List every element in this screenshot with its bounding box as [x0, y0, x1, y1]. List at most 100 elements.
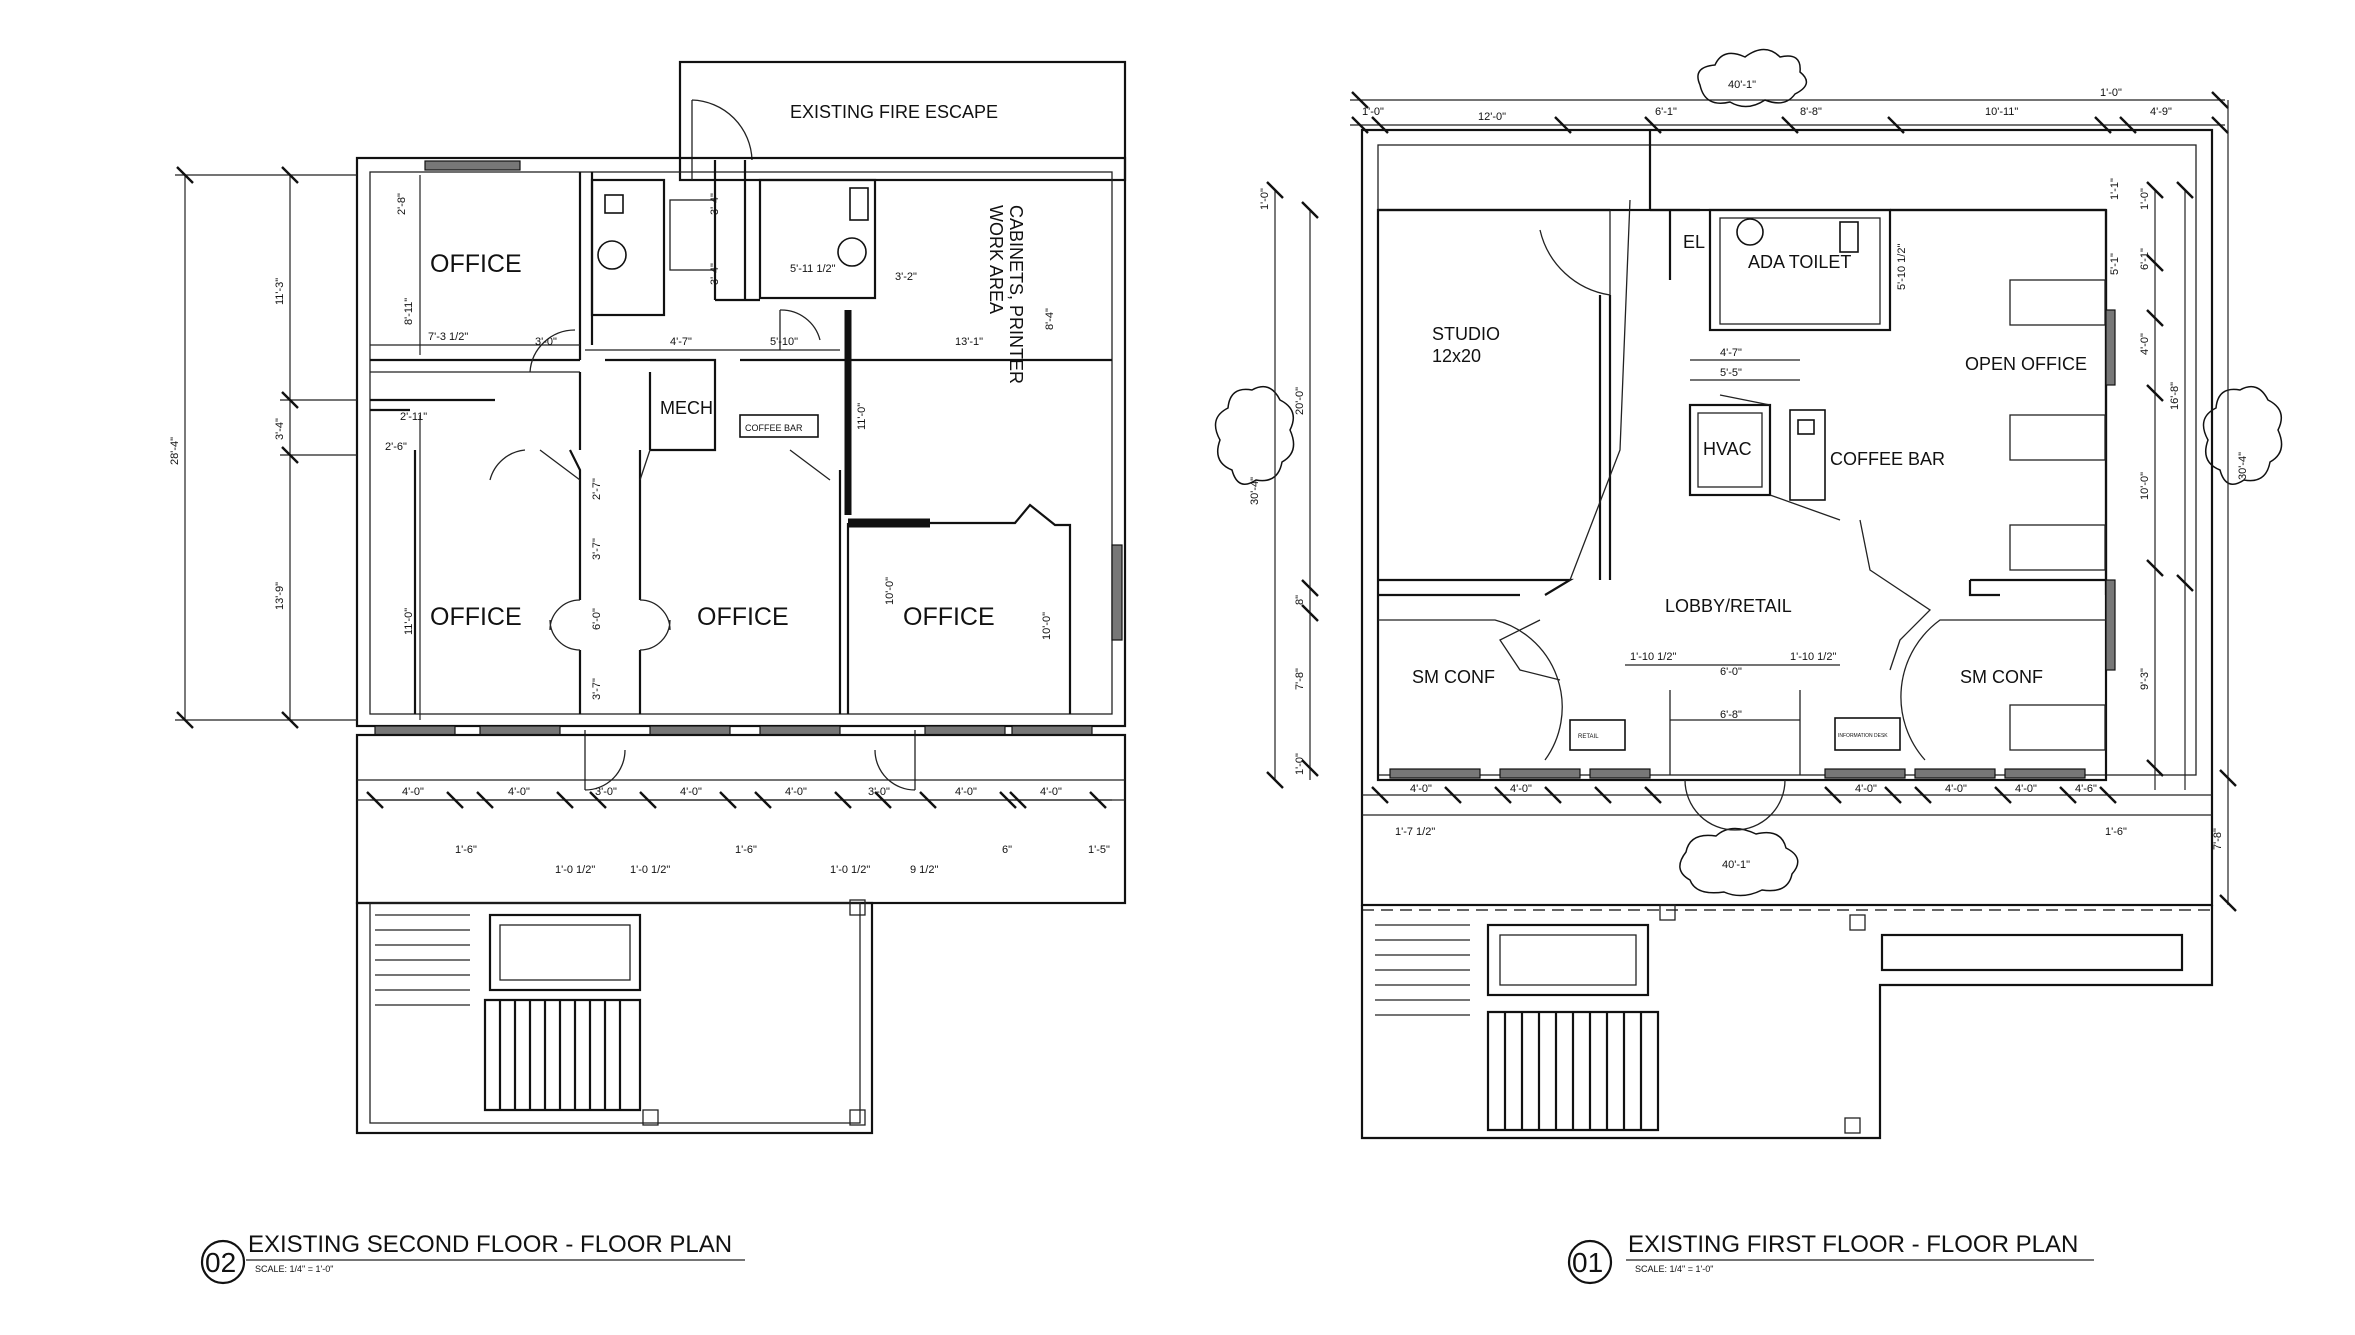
office-top-door[interactable]: [529, 329, 576, 373]
office-top-label: OFFICE: [430, 250, 522, 278]
dim-entry-1: 1'-10 1/2": [1630, 651, 1676, 663]
ff-dim-left-line: [1274, 190, 1311, 780]
entry-dim-lines: [1625, 664, 1840, 721]
dim-top-3: 6'-1": [1655, 106, 1677, 118]
ff-window-right-1: [2105, 309, 2116, 386]
dim-right-8: 1'-1": [2109, 178, 2121, 200]
cloud-top: 40'-1": [1697, 48, 1808, 108]
el-label: EL: [1683, 232, 1705, 252]
ff-coffee-bar-label: COFFEE BAR: [1830, 449, 1945, 469]
cloud-left: 30'-4": [1214, 385, 1295, 505]
sm-conf-right-walls: [1900, 619, 2106, 761]
corridor-door-left[interactable]: [549, 599, 581, 651]
upper-landing-box-inner: [499, 924, 631, 981]
cloud-left-label: 30'-4": [1249, 477, 1261, 505]
ff-window-bottom-4: [1824, 768, 1906, 779]
dim-small-3: 3'-0": [535, 336, 557, 348]
view-tag-01-number: 01: [1572, 1247, 1603, 1278]
retail-right-desk: [1834, 717, 1901, 751]
dim-right-4: 16'-8": [2169, 382, 2181, 410]
wall-office-top-right: [578, 172, 594, 360]
dim-top-7: 4'-9": [2150, 106, 2172, 118]
first-floor-plan: 1'-0" 12'-0" 6'-1" 8'-8" 10'-11" 1'-0" 4…: [1214, 48, 2283, 1140]
balcony-door-left[interactable]: [584, 730, 626, 791]
ff-stair-treads-main: [1486, 1010, 1660, 1132]
title-second-floor: EXISTING SECOND FLOOR - FLOOR PLAN: [248, 1231, 732, 1258]
dim-top-1: 1'-0": [1362, 106, 1384, 118]
ff-window-right-2: [2105, 579, 2116, 671]
dim-ext-lines-left: [175, 174, 357, 721]
dim-win-6: 4'-0": [1040, 786, 1062, 798]
dim-door-1: 3'-0": [595, 786, 617, 798]
dim-top-6: 1'-0": [2100, 87, 2122, 99]
dim-small-1: 2'-11": [400, 411, 427, 423]
open-office-walls: [1890, 208, 2108, 597]
dim-win-3: 4'-0": [680, 786, 702, 798]
dim-balc-6: 1'-0 1/2": [630, 864, 670, 876]
office-left-door[interactable]: [489, 449, 526, 481]
porch-right-box: [1880, 933, 2184, 972]
entry-doors[interactable]: [1684, 779, 1786, 831]
studio-door[interactable]: [1539, 210, 1611, 296]
dim-left-1: 1'-0": [1259, 188, 1271, 210]
window-right: [1111, 544, 1123, 641]
desk-1: [2009, 279, 2106, 326]
dim-right-6: 9'-3": [2139, 668, 2151, 690]
desk-4: [2009, 704, 2106, 751]
retail-right-label: INFORMATION DESK: [1838, 733, 1888, 739]
studio-walls: [1378, 208, 1612, 597]
ff-exterior-wall-outer: [1360, 128, 2214, 907]
dim-win-5: 4'-0": [955, 786, 977, 798]
bathroom-left: [590, 178, 666, 317]
dim-balc-8: 9 1/2": [910, 864, 938, 876]
view-tag-02: [200, 1239, 246, 1285]
coffee-machine-icon: [1797, 419, 1815, 435]
ff-window-bottom-5: [1914, 768, 1996, 779]
dim-lower-h: 13'-9": [274, 582, 286, 610]
corridor-door-right[interactable]: [639, 599, 671, 651]
fire-escape-door[interactable]: [691, 99, 753, 180]
post-landing-2: [642, 1109, 659, 1126]
el-walls: [1648, 130, 1700, 280]
dim-stair-h: 3'-4": [709, 263, 721, 285]
dim-balc-4: 1'-5": [1088, 844, 1110, 856]
dim-small-2: 2'-6": [385, 441, 407, 453]
office-left-right-wall: [569, 449, 582, 714]
fire-escape-outline: [678, 60, 1127, 182]
exterior-wall-inner: [369, 171, 1113, 715]
balcony-door-right[interactable]: [874, 730, 916, 791]
stair-treads-main: [483, 998, 642, 1112]
scale-first-floor: SCALE: 1/4" = 1'-0": [1635, 1264, 1713, 1274]
dim-hall-w: 4'-7": [670, 336, 692, 348]
dim-bot-4: 4'-0": [1945, 783, 1967, 795]
dim-bath: 5'-10 1/2": [1896, 244, 1908, 290]
ff-dim-bottom-line: [1362, 794, 2212, 816]
dim-mid-h: 3'-4": [274, 418, 286, 440]
dim-ticks-bottom: [366, 791, 1107, 809]
ada-toilet-room-inner: [1719, 217, 1881, 325]
title-block-first-floor: 01 EXISTING FIRST FLOOR - FLOOR PLAN SCA…: [1567, 1231, 2094, 1285]
ff-post-3: [1844, 1117, 1861, 1134]
cloud-bottom: 40'-1": [1679, 827, 1799, 897]
studio-label: STUDIO: [1432, 324, 1500, 344]
retail-left-label: RETAIL: [1578, 734, 1599, 740]
stair-treads-left: [375, 914, 470, 1006]
dim-coffee-1: 4'-7": [1720, 347, 1742, 359]
wall-horizontal-mid: [370, 398, 495, 412]
hvac-unit: [1688, 403, 1772, 497]
office-mid-label: OFFICE: [697, 603, 789, 631]
title-block-second-floor: 02 EXISTING SECOND FLOOR - FLOOR PLAN SC…: [200, 1231, 745, 1285]
ff-dim-right-line: [2154, 100, 2229, 905]
cloud-top-label: 40'-1": [1728, 79, 1756, 91]
dim-small-4: 2'-8": [396, 193, 408, 215]
dim-office-left-h: 11'-0": [403, 608, 415, 635]
toilet-left: [604, 194, 624, 214]
dim-stair-w: 3'-4": [709, 193, 721, 215]
corner-angle-1: [539, 449, 831, 481]
dim-right-3: 4'-0": [2139, 333, 2151, 355]
office-right-label: OFFICE: [903, 603, 995, 631]
bath-right-door[interactable]: [779, 309, 821, 350]
ada-toilet-label: ADA TOILET: [1748, 252, 1851, 272]
coffee-bar-label: COFFEE BAR: [745, 423, 803, 433]
